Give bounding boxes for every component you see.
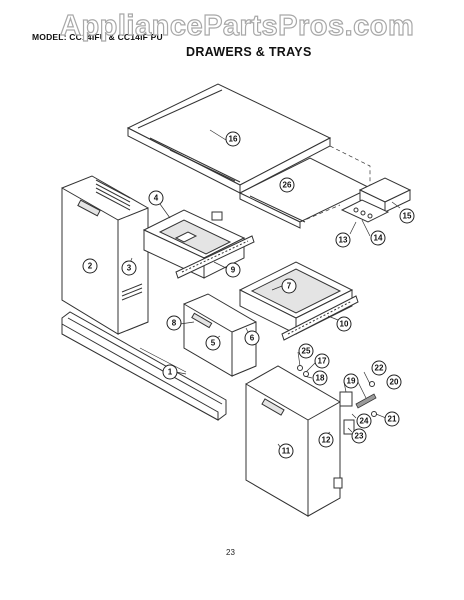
callout-7: 7 [281,278,297,294]
svg-text:17: 17 [318,357,327,366]
svg-text:21: 21 [388,415,397,424]
part-kick-plate [61,311,227,421]
callout-18: 18 [312,370,328,386]
callout-8: 8 [166,315,182,331]
svg-text:25: 25 [302,347,311,356]
callout-6: 6 [244,330,260,346]
callout-22: 22 [371,360,387,376]
watermark-logo: AppliancePartsPros.com [59,9,415,42]
svg-text:9: 9 [231,266,236,275]
callout-21: 21 [384,411,400,427]
svg-text:11: 11 [282,447,291,456]
callout-13: 13 [335,232,351,248]
svg-text:19: 19 [347,377,356,386]
svg-text:1: 1 [168,368,173,377]
svg-text:3: 3 [127,264,132,273]
svg-text:22: 22 [375,364,384,373]
part-lower-drawer [238,261,354,335]
callout-14: 14 [370,230,386,246]
callout-9: 9 [225,262,241,278]
svg-text:23: 23 [355,432,364,441]
part-right-door [245,365,343,517]
svg-text:12: 12 [322,436,331,445]
callout-15: 15 [399,208,415,224]
part-lower-rail [281,295,359,341]
callout-26: 26 [279,177,295,193]
svg-text:10: 10 [340,320,349,329]
svg-text:2: 2 [88,262,93,271]
page-number: 23 [226,548,235,557]
svg-text:13: 13 [339,236,348,245]
svg-text:20: 20 [390,378,399,387]
callout-12: 12 [318,432,334,448]
page-title: DRAWERS & TRAYS [186,45,312,59]
part-control-module [340,177,412,223]
callout-17: 17 [314,353,330,369]
svg-text:7: 7 [287,282,292,291]
part-upper-rail [175,235,255,279]
svg-text:6: 6 [250,334,255,343]
callout-10: 10 [336,316,352,332]
callout-5: 5 [205,335,221,351]
part-left-door [61,175,149,335]
callout-23: 23 [351,428,367,444]
svg-text:14: 14 [374,234,383,243]
svg-text:5: 5 [211,339,216,348]
svg-text:15: 15 [403,212,412,221]
callout-20: 20 [386,374,402,390]
svg-text:4: 4 [154,194,159,203]
callout-3: 3 [121,260,137,276]
svg-text:18: 18 [316,374,325,383]
callout-19: 19 [343,373,359,389]
callout-11: 11 [278,443,294,459]
vent-grille [95,179,143,301]
svg-text:16: 16 [229,135,238,144]
callout-4: 4 [148,190,164,206]
callout-24: 24 [356,413,372,429]
svg-text:26: 26 [283,181,292,190]
callout-2: 2 [82,258,98,274]
model-line: MODEL: CC14IFU & CC14IF PU [32,32,163,42]
callout-16: 16 [225,131,241,147]
callout-1: 1 [162,364,178,380]
svg-text:8: 8 [172,319,177,328]
svg-text:24: 24 [360,417,369,426]
callout-25: 25 [298,343,314,359]
